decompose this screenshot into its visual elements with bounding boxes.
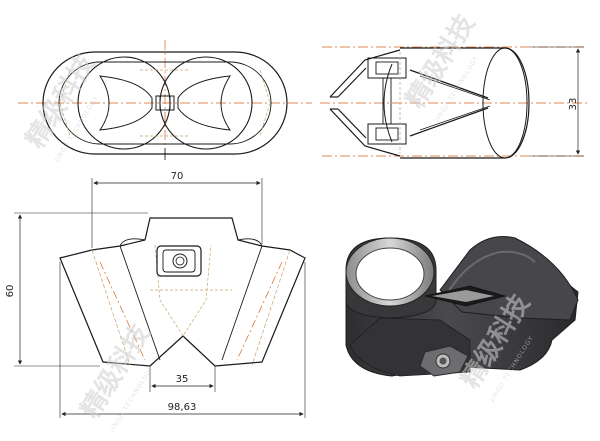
dimension-overall: 98,63: [168, 402, 197, 413]
render-view: [345, 236, 579, 377]
dimension-side-height: 33: [568, 98, 579, 111]
dimension-slot: 35: [176, 374, 189, 385]
dimension-height: 60: [5, 285, 16, 298]
side-view: [320, 46, 590, 159]
top-view: [18, 40, 312, 160]
dimension-top-width: 70: [171, 171, 184, 182]
front-view: [14, 178, 306, 418]
